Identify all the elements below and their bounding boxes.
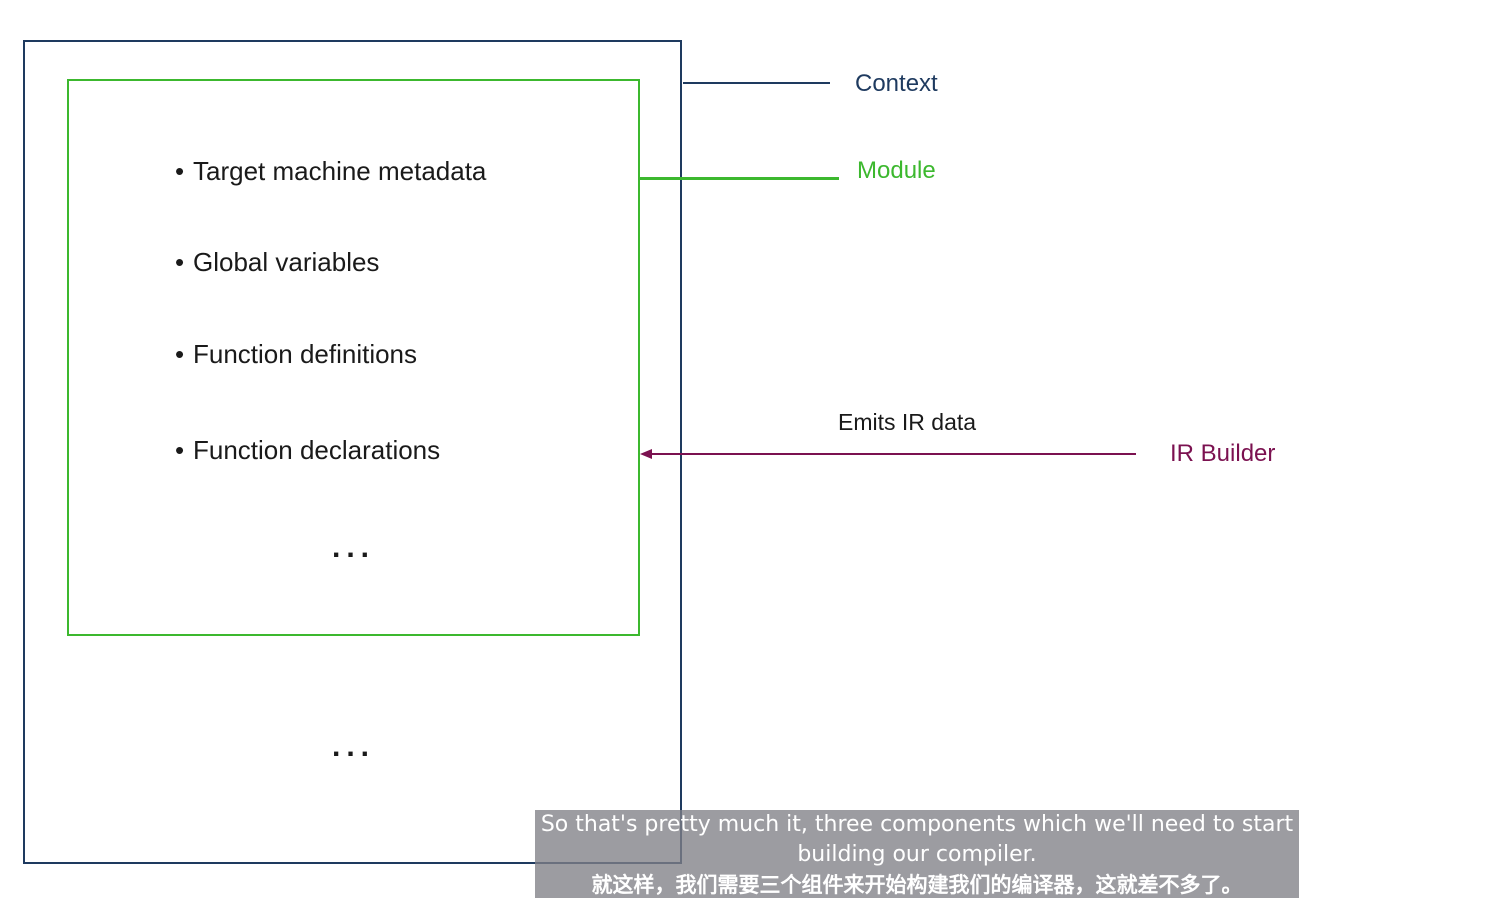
module-item-global-variables: • Global variables	[175, 247, 379, 277]
module-item-function-declarations: • Function declarations	[175, 435, 440, 465]
bullet-marker: •	[175, 435, 185, 465]
module-label: Module	[857, 157, 936, 184]
module-item-label: Function declarations	[193, 435, 441, 465]
module-connector-line	[638, 177, 839, 180]
bullet-marker: •	[175, 339, 185, 369]
subtitle-line-chinese: 就这样，我们需要三个组件来开始构建我们的编译器，这就差不多了。	[591, 873, 1243, 897]
module-item-target-machine-metadata: • Target machine metadata	[175, 156, 486, 186]
video-subtitle: So that's pretty much it, three componen…	[535, 810, 1299, 898]
ir-builder-label: IR Builder	[1170, 440, 1276, 467]
module-ellipsis: ...	[332, 531, 376, 564]
module-item-label: Target machine metadata	[193, 156, 487, 186]
context-connector-line	[683, 82, 830, 84]
context-ellipsis: ...	[332, 730, 376, 763]
bullet-marker: •	[175, 247, 185, 277]
ir-builder-arrow	[640, 449, 1136, 459]
bullet-marker: •	[175, 156, 185, 186]
module-item-label: Function definitions	[193, 339, 418, 369]
subtitle-line-english-2: building our compiler.	[797, 842, 1037, 867]
module-box	[67, 79, 640, 636]
context-box	[23, 40, 682, 864]
emits-ir-data-label: Emits IR data	[838, 409, 977, 435]
module-item-label: Global variables	[193, 247, 380, 277]
subtitle-line-english-1: So that's pretty much it, three componen…	[540, 812, 1294, 837]
context-label: Context	[855, 70, 938, 97]
module-item-function-definitions: • Function definitions	[175, 339, 417, 369]
